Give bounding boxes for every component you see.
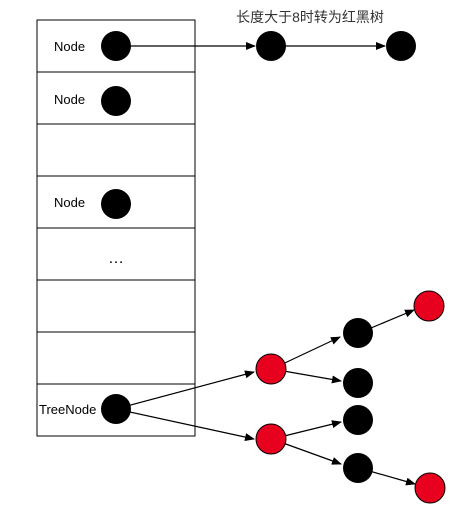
- black-node: [256, 31, 286, 61]
- tree-edge: [115, 408, 255, 441]
- bucket-6: [36, 331, 196, 385]
- black-node: [343, 405, 373, 435]
- black-node: [101, 86, 131, 116]
- bucket-4: [36, 227, 196, 281]
- red-node: [413, 290, 445, 322]
- bucket-label-treenode: TreeNode: [39, 402, 96, 417]
- black-node: [343, 318, 373, 348]
- black-node: [386, 31, 416, 61]
- black-node: [101, 394, 131, 424]
- black-node: [343, 368, 373, 398]
- bucket-2: [36, 123, 196, 177]
- bucket-label-node: Node: [54, 39, 85, 54]
- red-node: [414, 472, 446, 504]
- black-node: [101, 189, 131, 219]
- treeify-caption: 长度大于8时转为红黑树: [236, 9, 384, 25]
- red-node: [255, 423, 287, 455]
- red-node: [255, 353, 287, 385]
- bucket-label-node: Node: [54, 195, 85, 210]
- bucket-5: [36, 279, 196, 333]
- black-node: [101, 31, 131, 61]
- bucket-label-node: Node: [54, 92, 85, 107]
- bucket-array: [36, 19, 196, 437]
- bucket-label-ellipsis: …: [108, 250, 124, 267]
- black-node: [343, 453, 373, 483]
- tree-edge: [115, 370, 255, 410]
